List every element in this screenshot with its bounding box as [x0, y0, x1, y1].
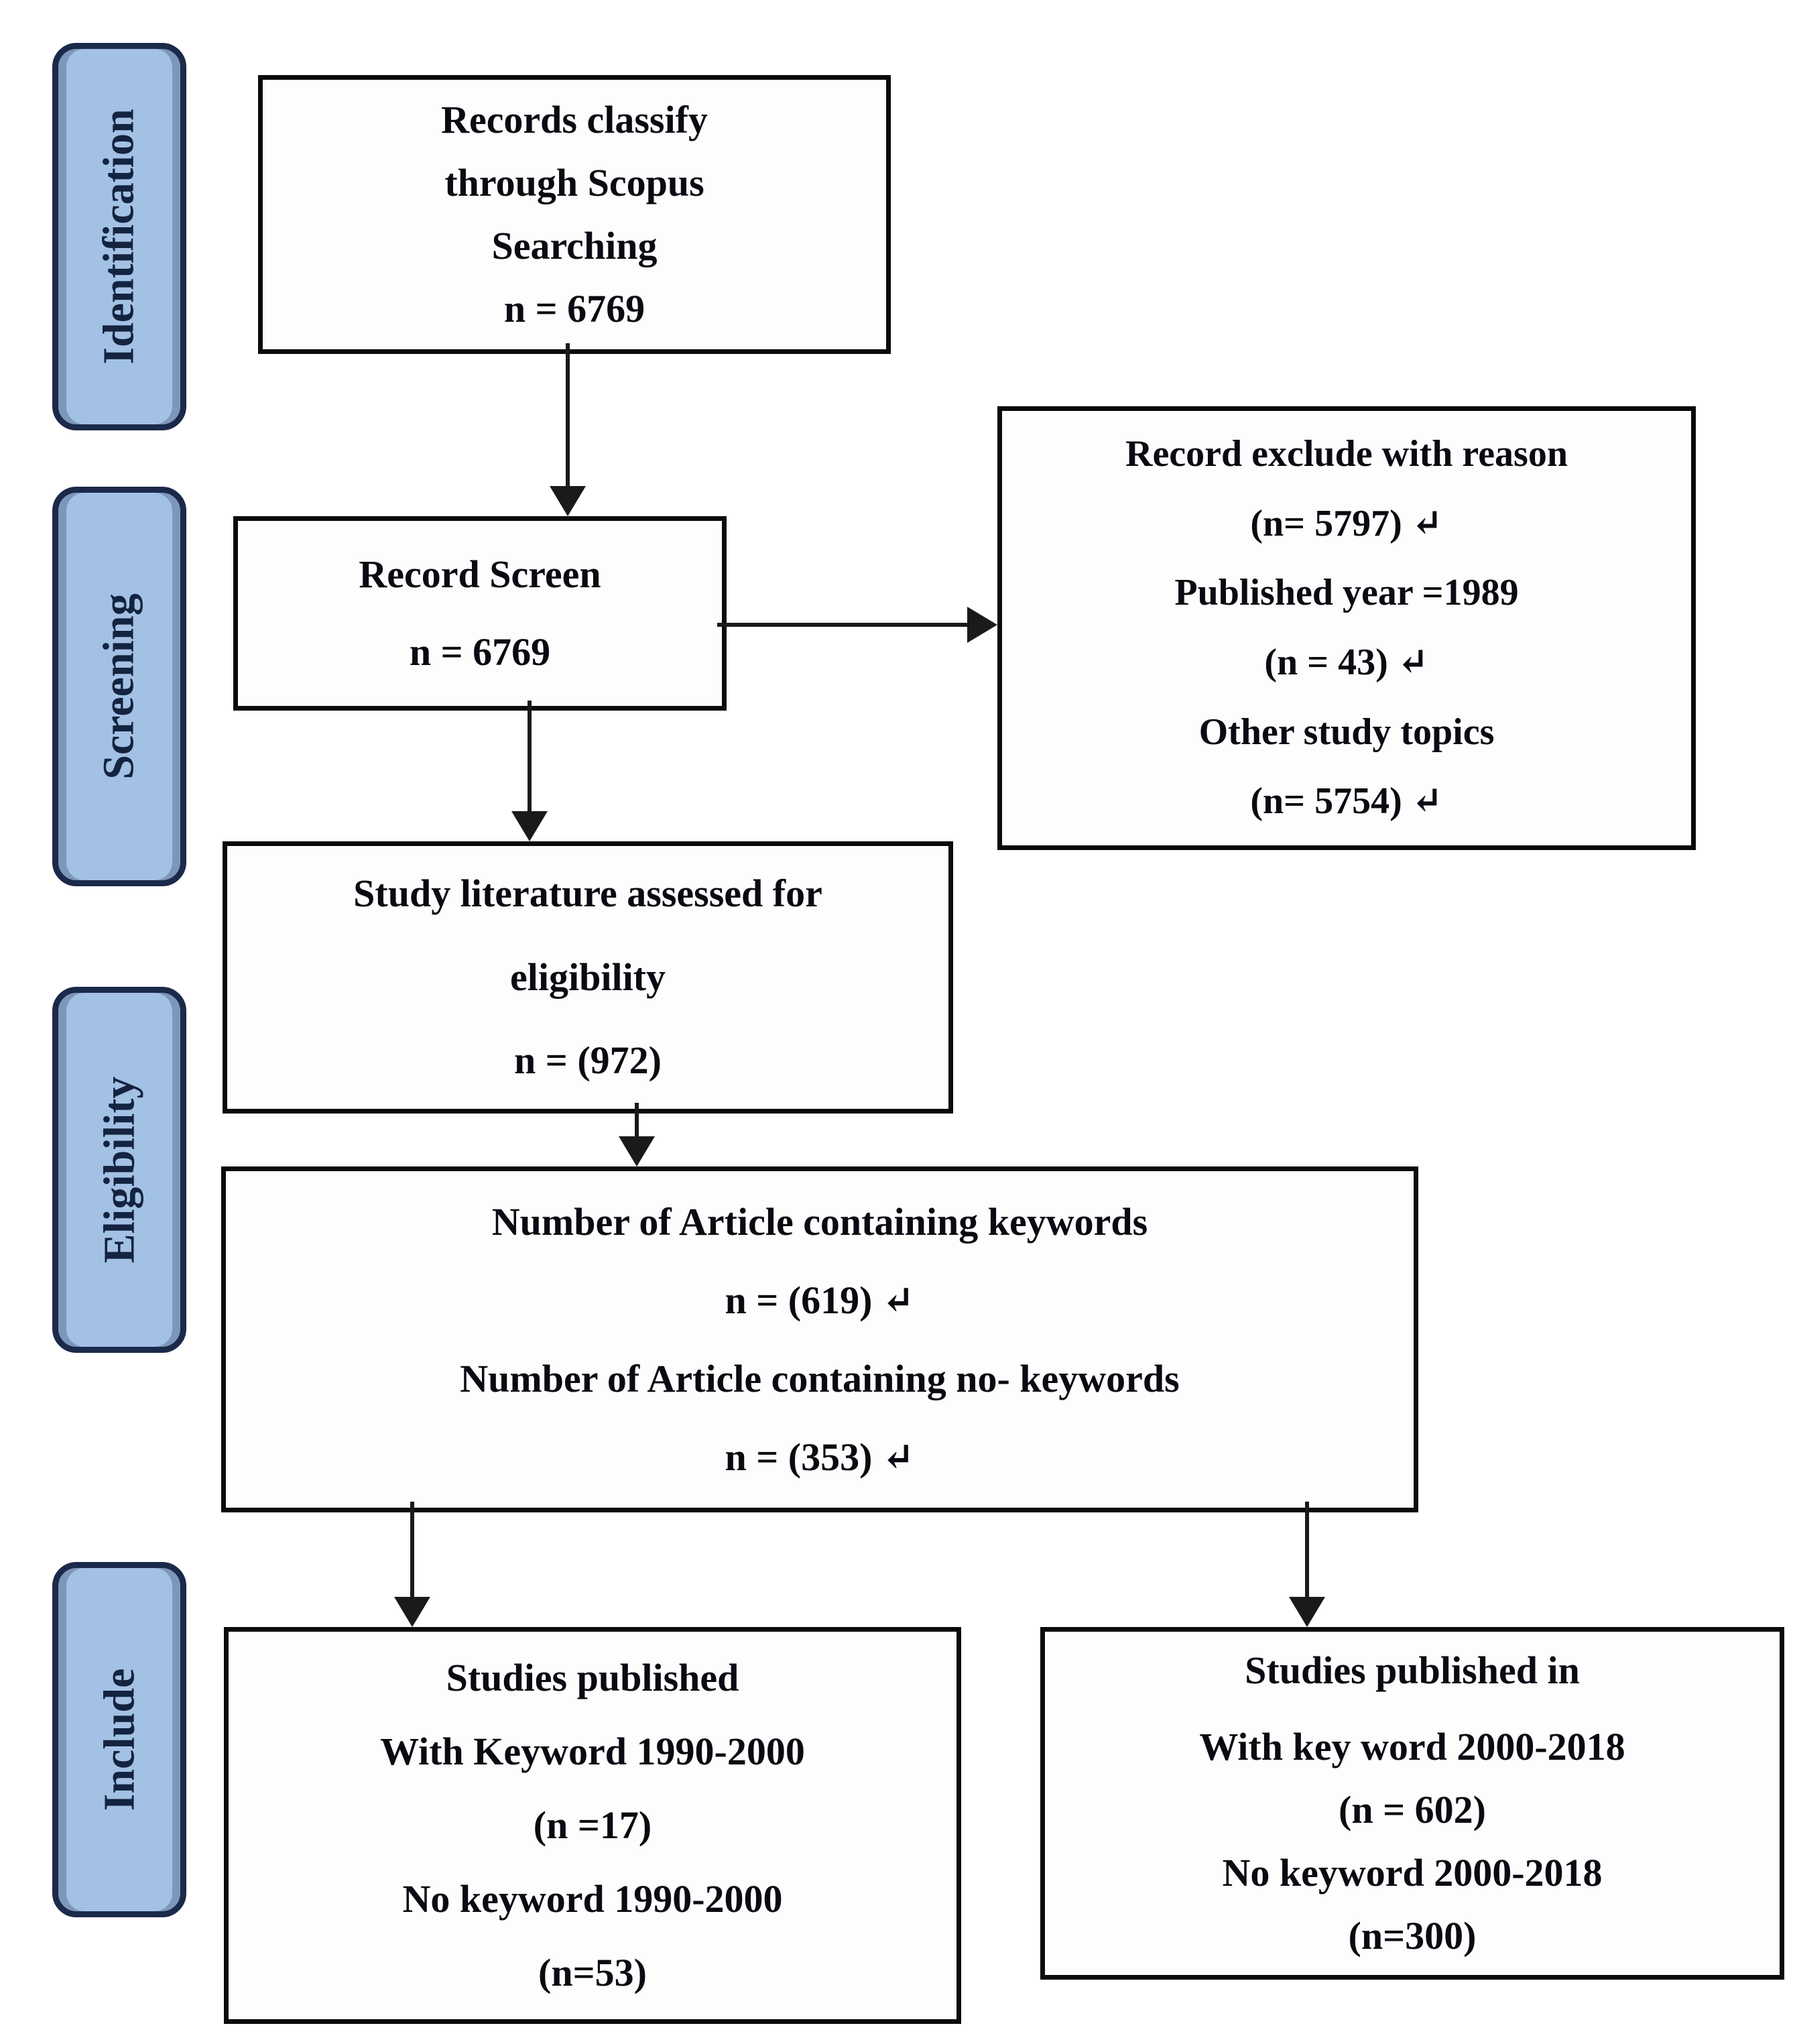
box-right-count: (n=300): [1348, 1913, 1477, 1958]
box-records-classify: Records classify through Scopus Searchin…: [258, 75, 891, 354]
box-article-keywords: Number of Article containing keywords n …: [221, 1166, 1418, 1512]
box-left-line: With Keyword 1990-2000: [380, 1729, 805, 1773]
connector-records-to-screen: [566, 343, 570, 487]
stage-include: Include: [52, 1562, 186, 1917]
connector-keywords-to-right: [1305, 1502, 1309, 1598]
box-record-screen: Record Screen n = 6769: [233, 516, 727, 711]
box-exclude-count: (n = 43) ↵: [1264, 642, 1429, 683]
arrowhead-down-icon: [511, 811, 548, 841]
box-keywords-count: n = (619) ↵: [725, 1278, 915, 1322]
box-right-line: With key word 2000-2018: [1199, 1725, 1625, 1769]
box-right-line: No keyword 2000-2018: [1222, 1850, 1603, 1895]
arrowhead-right-icon: [967, 607, 997, 643]
connector-screen-to-exclude: [717, 623, 968, 627]
box-exclude-line: Other study topics: [1198, 711, 1495, 753]
box-records-line: Records classify: [441, 98, 708, 142]
stage-identification: Identification: [52, 43, 186, 430]
box-left-count: (n =17): [533, 1803, 652, 1847]
arrowhead-down-icon: [1289, 1597, 1325, 1627]
box-published-2000-2018: Studies published in With key word 2000-…: [1040, 1627, 1784, 1980]
box-left-line: Studies published: [446, 1655, 739, 1699]
box-exclude-count: (n= 5754) ↵: [1250, 780, 1443, 823]
stage-eligibility-label: Eligibility: [95, 1076, 144, 1264]
box-right-count: (n = 602): [1339, 1788, 1486, 1832]
stage-identification-label: Identification: [95, 109, 143, 365]
box-assessed-eligibility: Study literature assessed for eligibilit…: [223, 841, 953, 1114]
box-right-line: Studies published in: [1245, 1648, 1580, 1693]
box-exclude-count: (n= 5797) ↵: [1250, 502, 1443, 544]
arrowhead-down-icon: [619, 1136, 655, 1166]
stage-screening: Screening: [52, 487, 186, 886]
box-keywords-line: Number of Article containing keywords: [491, 1199, 1148, 1244]
box-published-1990-2000: Studies published With Keyword 1990-2000…: [224, 1627, 961, 2024]
box-keywords-count: n = (353) ↵: [725, 1435, 915, 1480]
stage-screening-label: Screening: [95, 593, 144, 780]
box-assessed-line: eligibility: [510, 955, 666, 999]
arrowhead-down-icon: [394, 1597, 430, 1627]
box-records-count: n = 6769: [503, 286, 645, 330]
connector-screen-to-assessed: [528, 701, 532, 812]
connector-keywords-to-left: [410, 1502, 414, 1598]
box-keywords-line: Number of Article containing no- keyword…: [460, 1357, 1180, 1400]
box-records-line: Searching: [491, 224, 658, 267]
arrowhead-down-icon: [550, 486, 586, 516]
stage-include-label: Include: [95, 1668, 144, 1811]
box-record-exclude: Record exclude with reason (n= 5797) ↵ P…: [997, 406, 1696, 850]
box-left-line: No keyword 1990-2000: [402, 1877, 783, 1921]
stage-eligibility: Eligibility: [52, 987, 186, 1353]
box-screen-line: Record Screen: [359, 552, 601, 596]
box-exclude-line: Published year =1989: [1174, 572, 1519, 614]
box-screen-count: n = 6769: [409, 630, 551, 674]
box-records-line: through Scopus: [444, 161, 704, 205]
box-exclude-line: Record exclude with reason: [1125, 433, 1568, 475]
box-left-count: (n=53): [538, 1951, 647, 1995]
connector-assessed-to-keywords: [635, 1103, 639, 1138]
box-assessed-count: n = (972): [514, 1038, 662, 1083]
box-assessed-line: Study literature assessed for: [353, 871, 822, 915]
